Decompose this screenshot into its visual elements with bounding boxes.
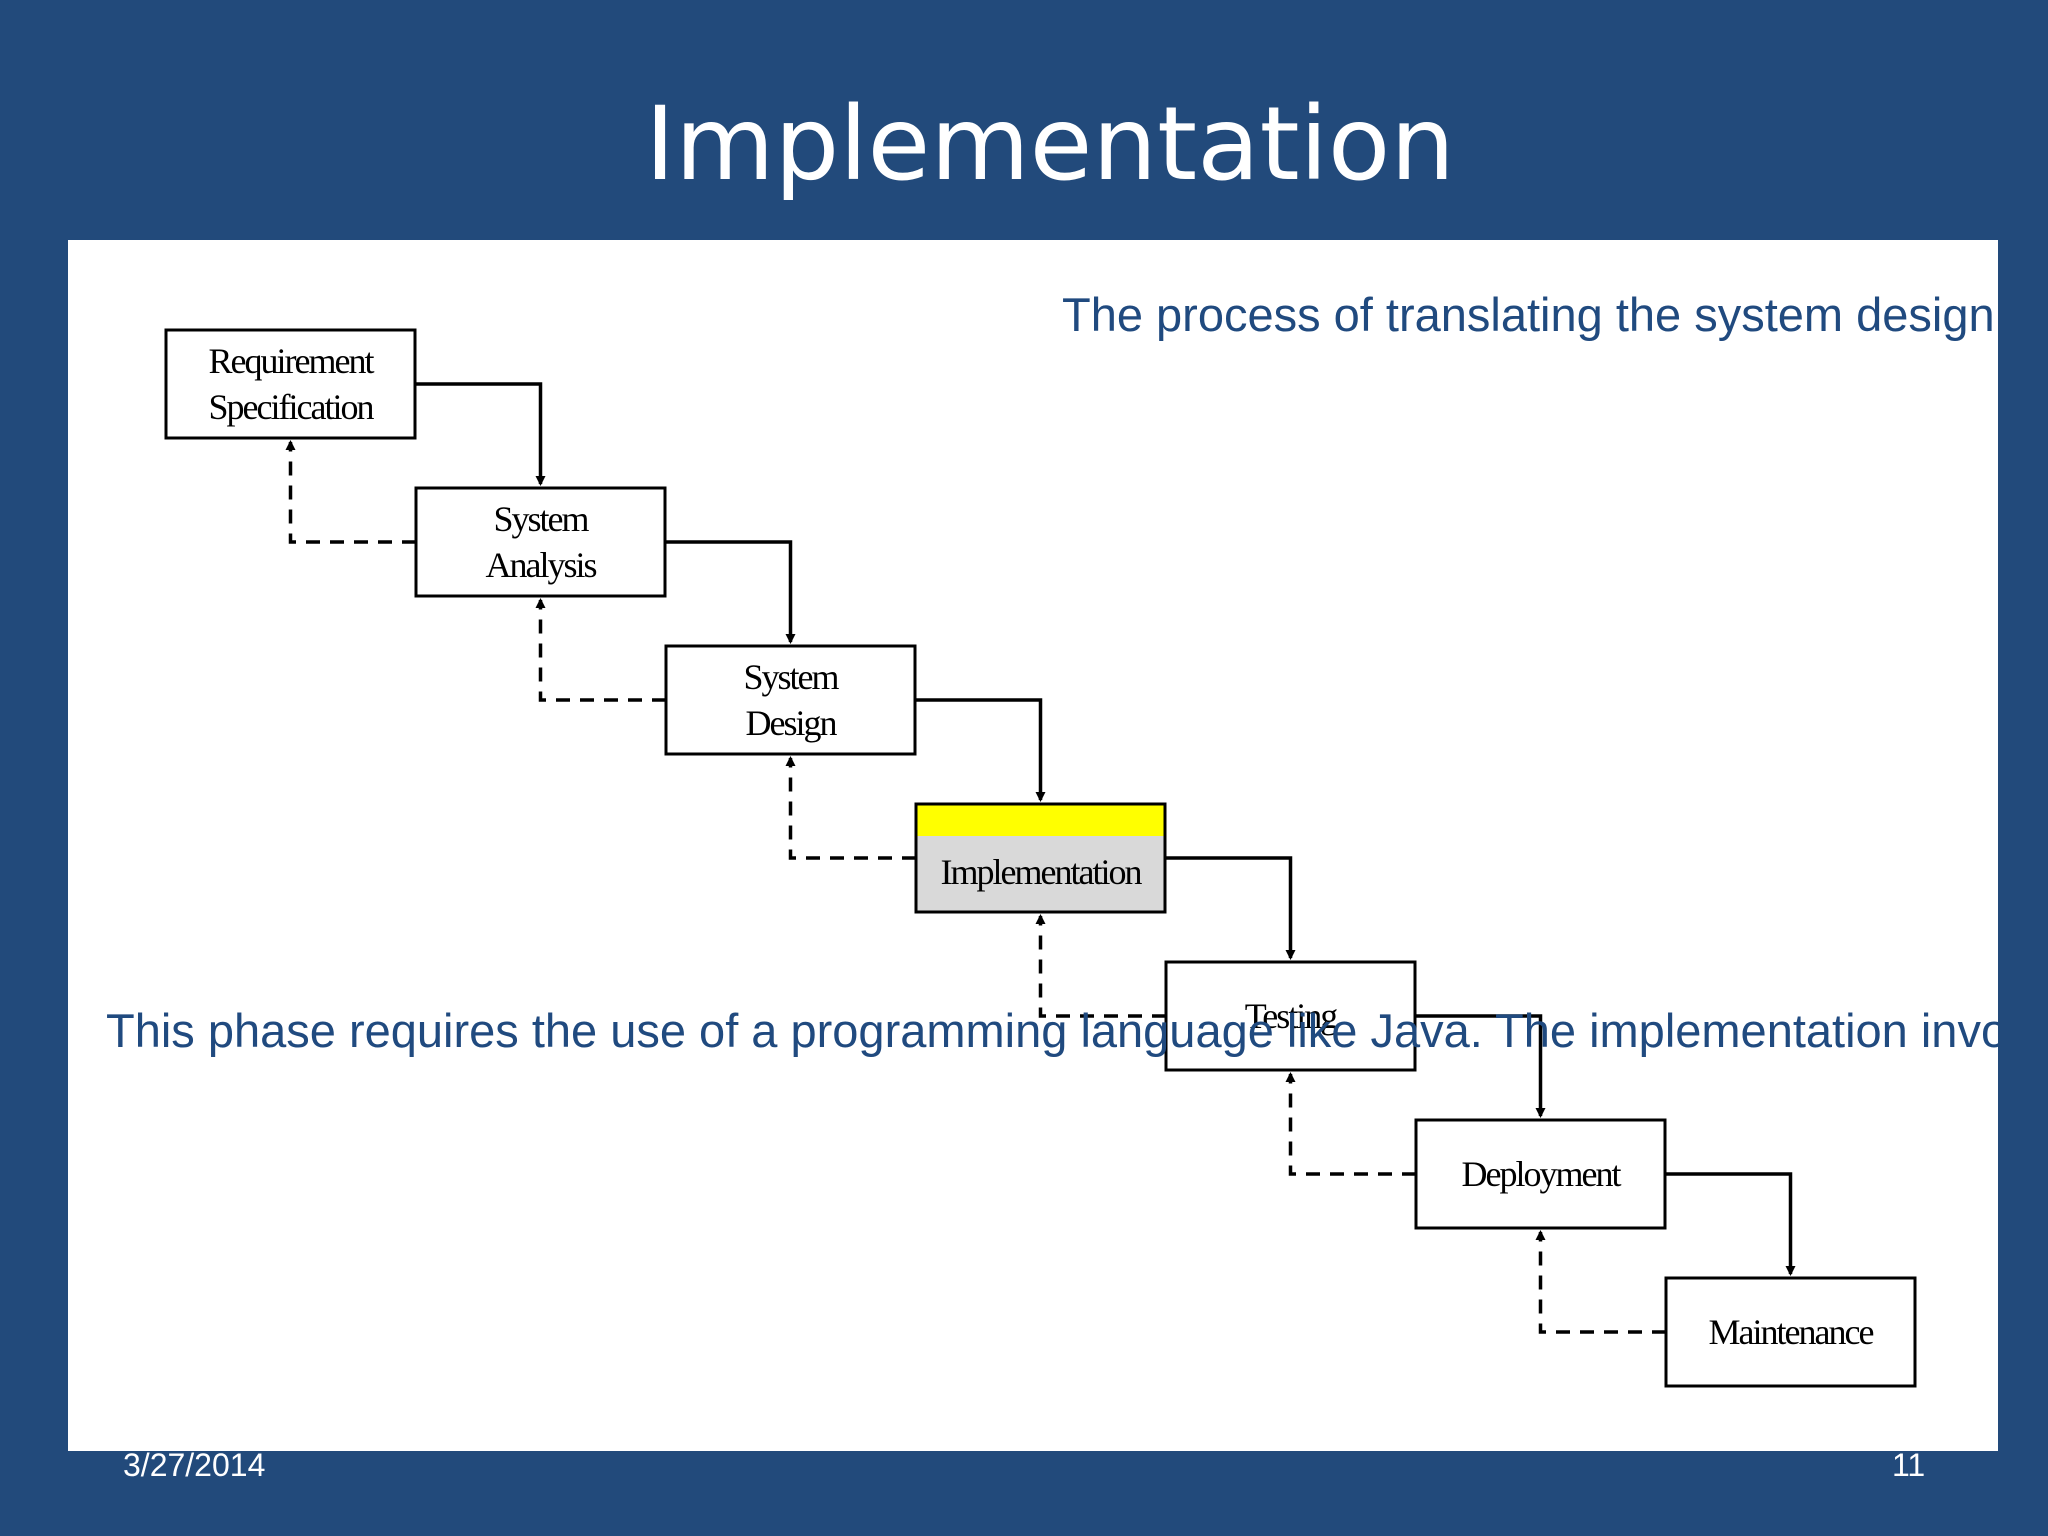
feedback-arrow — [1285, 1072, 1416, 1176]
step-box-fill — [416, 488, 665, 596]
step-box-fill — [1166, 962, 1415, 1070]
step-label: System — [743, 657, 839, 697]
step-label: Deployment — [1462, 1154, 1622, 1194]
slide-title: Implementation — [645, 85, 1455, 204]
phase-description: This phase requires the use of a program… — [106, 1004, 1998, 1057]
step-box-fill — [166, 330, 415, 438]
step-box-border — [414, 486, 667, 598]
waterfall-diagram: RequirementSpecificationSystemAnalysisSy… — [164, 328, 1917, 1388]
highlight-band — [916, 804, 1165, 836]
step-box-fill — [666, 646, 915, 754]
forward-arrow — [415, 382, 546, 486]
step-box-border — [664, 644, 917, 756]
step-label: Implementation — [941, 852, 1143, 892]
step-testing: Testing — [1164, 960, 1417, 1072]
feedback-arrow — [1535, 1230, 1666, 1334]
step-deployment: Deployment — [1414, 1118, 1667, 1230]
step-label: Testing — [1245, 996, 1338, 1036]
step-box-border — [1414, 1118, 1667, 1230]
slide-number: 11 — [1892, 1447, 1926, 1483]
step-maintenance: Maintenance — [1664, 1276, 1917, 1388]
forward-arrow — [1665, 1172, 1796, 1276]
feedback-arrow — [1035, 914, 1166, 1018]
forward-arrow — [915, 698, 1046, 802]
forward-arrow — [665, 540, 796, 644]
connectors — [285, 382, 1796, 1334]
step-box-border — [164, 328, 417, 440]
step-label: Maintenance — [1709, 1312, 1874, 1352]
step-label: Design — [746, 703, 838, 743]
step-box-border — [914, 802, 1167, 914]
step-boxes: RequirementSpecificationSystemAnalysisSy… — [164, 328, 1917, 1388]
feedback-arrow — [535, 598, 666, 702]
step-box-border — [1164, 960, 1417, 1072]
feedback-arrow — [285, 440, 416, 544]
forward-arrow — [1415, 1014, 1546, 1118]
step-box-fill — [1666, 1278, 1915, 1386]
step-label: Specification — [209, 387, 375, 427]
process-description: The process of translating the system de… — [1062, 288, 1998, 341]
step-label: Analysis — [486, 545, 597, 585]
step-box-border — [1664, 1276, 1917, 1388]
step-implementation: Implementation — [914, 802, 1167, 914]
feedback-arrow — [785, 756, 916, 860]
step-box-fill — [1416, 1120, 1665, 1228]
step-label: Requirement — [209, 341, 375, 381]
forward-arrow — [1165, 856, 1296, 960]
footer-date: 3/27/2014 — [123, 1447, 266, 1483]
step-label: System — [493, 499, 589, 539]
